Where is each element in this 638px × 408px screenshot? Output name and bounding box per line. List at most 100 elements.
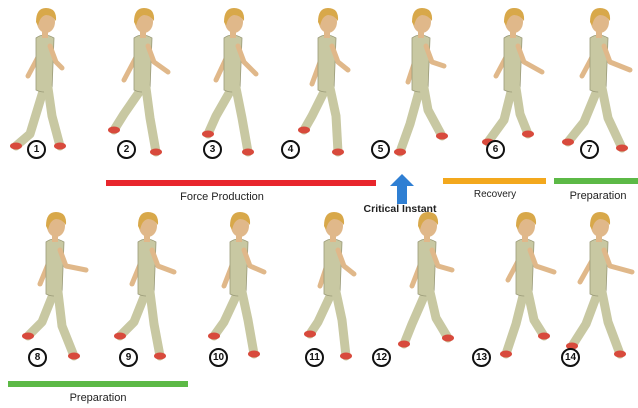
runner-front-arm xyxy=(604,250,632,272)
runner-back-shoe xyxy=(394,149,406,156)
runner-front-shoe xyxy=(68,353,80,360)
runner-frame-7 xyxy=(562,6,638,156)
frame-number-12: 12 xyxy=(372,348,391,367)
force-production-label: Force Production xyxy=(180,191,264,203)
runner-torso xyxy=(46,239,64,296)
runner-back-leg xyxy=(404,292,426,344)
runner-frame-3 xyxy=(196,6,272,156)
runner-torso xyxy=(412,35,430,92)
runner-torso xyxy=(318,35,336,92)
frame-number-13: 13 xyxy=(472,348,491,367)
frame-number-7: 7 xyxy=(580,140,599,159)
runner-front-arm xyxy=(604,46,630,70)
runner-back-shoe xyxy=(500,351,512,358)
runner-back-shoe xyxy=(298,127,310,134)
runner-back-shoe xyxy=(398,341,410,348)
runner-front-leg xyxy=(146,88,156,152)
frame-number-6: 6 xyxy=(486,140,505,159)
frame-number-2: 2 xyxy=(117,140,136,159)
runner-back-leg xyxy=(120,292,146,336)
runner-front-leg xyxy=(602,88,622,148)
frame-number-8: 8 xyxy=(28,348,47,367)
runner-torso xyxy=(224,35,242,92)
runner-back-leg xyxy=(400,88,420,152)
runner-back-leg xyxy=(310,292,332,334)
runner-front-leg xyxy=(516,88,528,134)
runner-torso xyxy=(504,35,522,92)
frame-number-3: 3 xyxy=(203,140,222,159)
frame-number-4: 4 xyxy=(281,140,300,159)
critical-instant-label: Critical Instant xyxy=(364,203,437,215)
runner-back-leg xyxy=(506,292,524,354)
runner-torso xyxy=(324,239,342,296)
runner-torso xyxy=(36,35,54,92)
runner-front-leg xyxy=(150,292,160,356)
frame-number-14: 14 xyxy=(561,348,580,367)
runner-front-shoe xyxy=(616,145,628,152)
runner-front-leg xyxy=(48,88,60,146)
runner-front-leg xyxy=(424,88,442,136)
runner-back-leg xyxy=(488,88,512,142)
runner-frame-8 xyxy=(18,210,94,360)
runner-frame-2 xyxy=(106,6,182,156)
runner-front-shoe xyxy=(154,353,166,360)
frame-number-10: 10 xyxy=(209,348,228,367)
runner-back-shoe xyxy=(202,131,214,138)
runner-frame-9 xyxy=(110,210,186,360)
runner-frame-10 xyxy=(202,210,278,360)
runner-front-shoe xyxy=(614,351,626,358)
preparation-bar-top xyxy=(554,178,638,184)
recovery-bar xyxy=(443,178,546,184)
runner-frame-11 xyxy=(296,210,372,360)
runner-frame-5 xyxy=(384,6,460,156)
runner-front-shoe xyxy=(54,143,66,150)
runner-torso xyxy=(138,239,156,296)
runner-front-arm xyxy=(530,250,554,272)
runner-torso xyxy=(418,239,436,296)
runner-front-leg xyxy=(242,292,254,354)
runner-back-shoe xyxy=(304,331,316,338)
runner-frame-12 xyxy=(390,210,466,360)
runner-front-shoe xyxy=(242,149,254,156)
runner-back-shoe xyxy=(208,333,220,340)
runner-front-shoe xyxy=(248,351,260,358)
preparation-label-bottom: Preparation xyxy=(70,392,127,404)
runner-front-shoe xyxy=(522,131,534,138)
frame-number-9: 9 xyxy=(119,348,138,367)
runner-frame-1 xyxy=(8,6,84,156)
runner-front-leg xyxy=(58,292,74,356)
runner-back-shoe xyxy=(562,139,574,146)
runner-frame-6 xyxy=(476,6,552,156)
runner-front-leg xyxy=(528,292,544,336)
runner-torso xyxy=(230,239,248,296)
runner-back-leg xyxy=(214,292,238,336)
runner-frame-13 xyxy=(488,210,564,360)
runner-back-shoe xyxy=(22,333,34,340)
runner-back-shoe xyxy=(10,143,22,150)
runner-front-shoe xyxy=(538,333,550,340)
runner-back-leg xyxy=(208,88,232,134)
runner-torso xyxy=(590,239,608,296)
runner-front-shoe xyxy=(340,353,352,360)
runner-front-shoe xyxy=(442,335,454,342)
runner-front-arm xyxy=(518,46,542,72)
runner-front-leg xyxy=(430,292,448,338)
runner-front-leg xyxy=(236,88,248,152)
preparation-bar-bottom xyxy=(8,381,188,387)
runner-torso xyxy=(134,35,152,92)
runner-back-shoe xyxy=(114,333,126,340)
frame-number-1: 1 xyxy=(27,140,46,159)
preparation-label-top: Preparation xyxy=(570,190,627,202)
runner-front-shoe xyxy=(332,149,344,156)
runner-back-leg xyxy=(572,292,598,346)
runner-front-leg xyxy=(602,292,620,354)
runner-back-leg xyxy=(28,292,54,336)
runner-back-leg xyxy=(568,88,598,142)
frame-number-5: 5 xyxy=(371,140,390,159)
runner-back-leg xyxy=(304,88,326,130)
runner-front-leg xyxy=(330,88,338,152)
runner-front-shoe xyxy=(150,149,162,156)
runner-frame-4 xyxy=(290,6,366,156)
runner-front-shoe xyxy=(436,133,448,140)
runner-back-shoe xyxy=(108,127,120,134)
